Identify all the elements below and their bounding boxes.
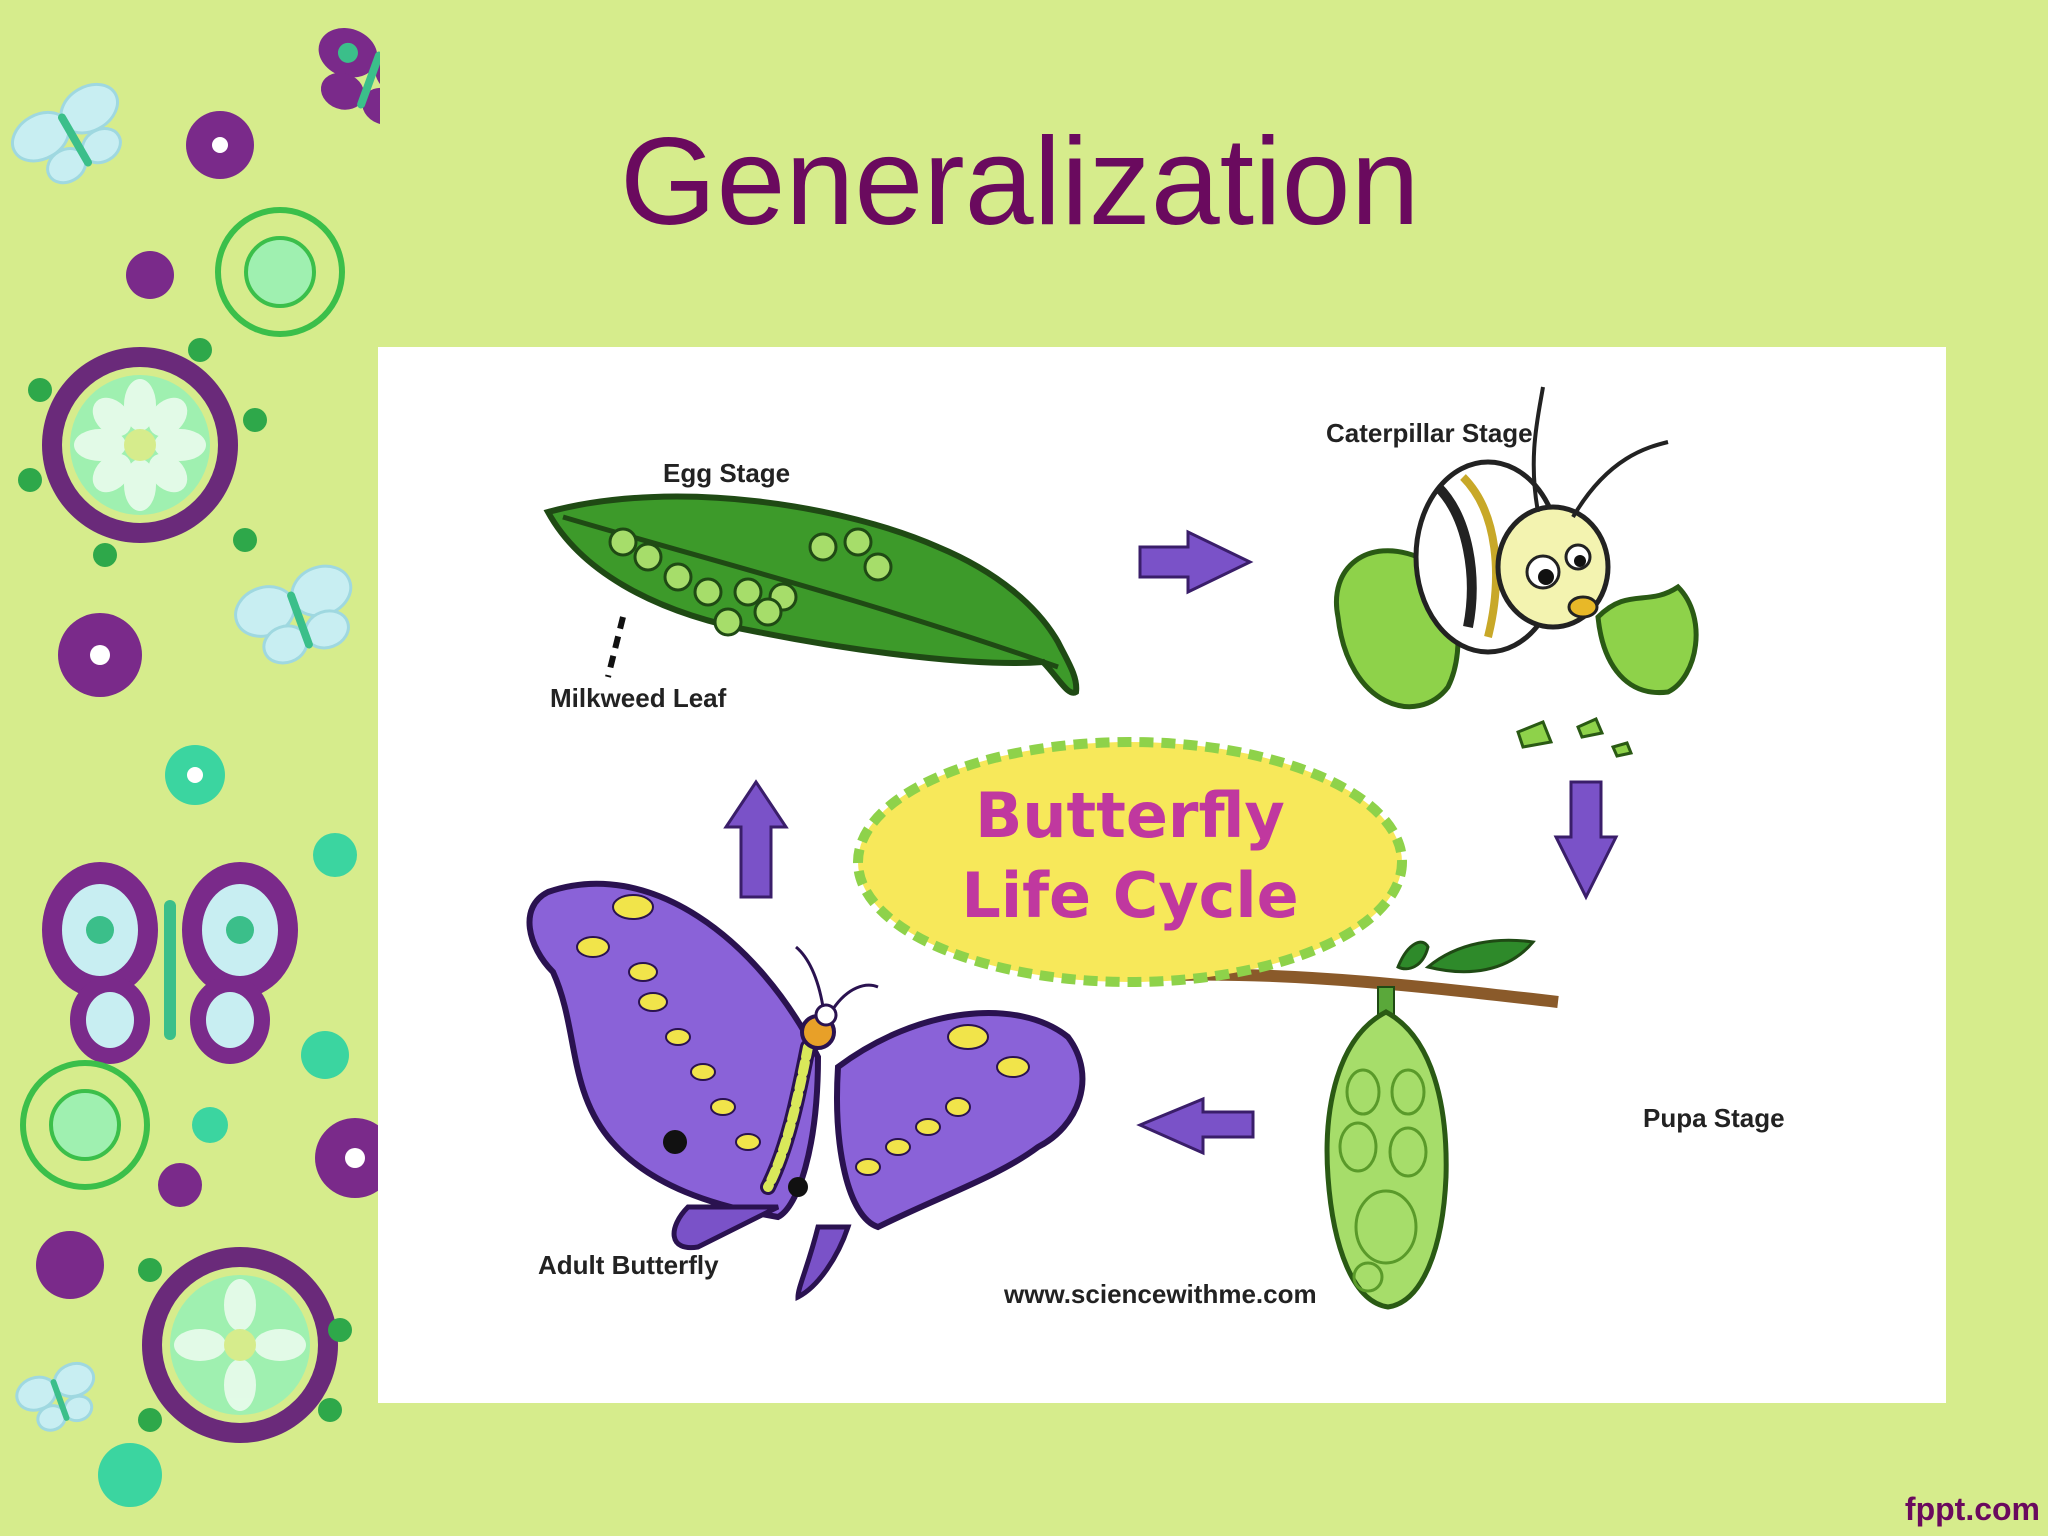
lifecycle-diagram-panel: Egg Stage Milkweed Leaf Caterpillar Stag…	[378, 347, 1946, 1403]
butterfly-decoration-icon	[15, 1361, 96, 1432]
pupa-stage-label: Pupa Stage	[1643, 1103, 1785, 1133]
milkweed-leaf-icon	[543, 493, 1080, 696]
arrow-up-icon	[723, 779, 789, 899]
butterfly-decoration-icon	[234, 564, 353, 665]
butterfly-life-cycle-diagram: Egg Stage Milkweed Leaf Caterpillar Stag…	[526, 386, 1785, 1310]
adult-butterfly-icon	[526, 880, 1086, 1302]
center-title-badge: Butterfly Life Cycle	[853, 737, 1407, 987]
small-flower-decoration-icon	[36, 111, 380, 1299]
source-website-label: www.sciencewithme.com	[1003, 1279, 1317, 1309]
arrow-right-icon	[1138, 529, 1254, 595]
small-flower-center-icon	[90, 137, 365, 1168]
butterfly-decoration-icon	[42, 862, 298, 1064]
center-title-line1: Butterfly	[975, 779, 1285, 852]
chrysalis-icon	[1324, 986, 1449, 1310]
adult-butterfly-label: Adult Butterfly	[538, 1250, 719, 1280]
flower-decoration-icon	[142, 1247, 338, 1443]
butterfly-decoration-icon	[11, 82, 122, 185]
milkweed-leaf-label: Milkweed Leaf	[550, 683, 727, 713]
center-title-line2: Life Cycle	[961, 859, 1298, 932]
slide-title: Generalization	[620, 113, 1420, 251]
egg-stage-label: Egg Stage	[663, 458, 790, 488]
caterpillar-stage-label: Caterpillar Stage	[1326, 418, 1533, 448]
flower-decoration-icon	[20, 1060, 150, 1190]
butterfly-decoration-icon	[318, 28, 380, 125]
butterfly-eggs-icon	[608, 527, 893, 637]
dot-decoration-icon	[18, 338, 352, 1432]
footer-brand: fppt.com	[1904, 1491, 2040, 1527]
arrow-left-icon	[1136, 1096, 1255, 1156]
flower-decoration-icon	[215, 207, 345, 337]
arrow-down-icon	[1553, 780, 1619, 901]
flower-decoration-icon	[42, 347, 238, 543]
caterpillar-icon	[1334, 386, 1699, 758]
floral-decoration	[11, 28, 380, 1507]
